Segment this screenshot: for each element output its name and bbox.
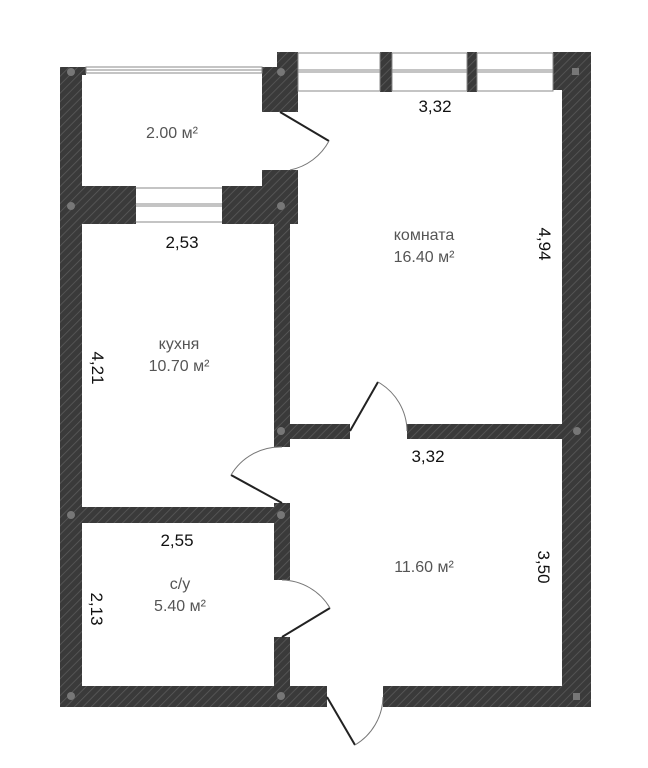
room-window-3 (476, 52, 554, 92)
room-window-1 (297, 52, 381, 92)
hallway-height-dimension: 3,50 (534, 550, 553, 584)
balcony-door[interactable] (279, 111, 330, 171)
bathroom-width-dimension: 2,55 (160, 531, 194, 550)
hallway-area: 11.60 м² (394, 559, 454, 576)
bathroom-door[interactable] (281, 579, 331, 638)
hallway-width-dimension: 3,32 (411, 447, 445, 466)
entrance-door[interactable] (326, 696, 384, 746)
kitchen-label: кухня 10.70 м² (149, 334, 210, 378)
room-name: комната (393, 227, 455, 244)
balcony-area: 2.00 м² (146, 125, 198, 142)
kitchen-door[interactable] (230, 446, 283, 504)
kitchen-name: кухня (158, 336, 200, 353)
room-door[interactable] (349, 381, 408, 432)
bathroom-area: 5.40 м² (154, 598, 206, 615)
bathroom-name: с/у (169, 576, 191, 593)
walls (60, 52, 591, 707)
room-label: комната 16.40 м² (394, 225, 455, 269)
room-width-dimension: 3,32 (418, 97, 452, 116)
bathroom-label: с/у 5.40 м² (154, 574, 206, 618)
balcony-inner-window (136, 187, 222, 224)
kitchen-area: 10.70 м² (148, 358, 210, 375)
balcony-label: 2.00 м² (146, 123, 198, 145)
windows (85, 52, 554, 224)
bathroom-height-dimension: 2,13 (87, 592, 106, 626)
kitchen-width-dimension: 2,53 (165, 233, 199, 252)
balcony-top-window (85, 66, 263, 74)
room-window-2 (391, 52, 468, 92)
column-markers (67, 68, 581, 700)
hallway-label: 11.60 м² (394, 557, 454, 579)
room-area: 16.40 м² (393, 249, 455, 266)
kitchen-height-dimension: 4,21 (88, 351, 107, 385)
room-height-dimension: 4,94 (535, 227, 554, 261)
